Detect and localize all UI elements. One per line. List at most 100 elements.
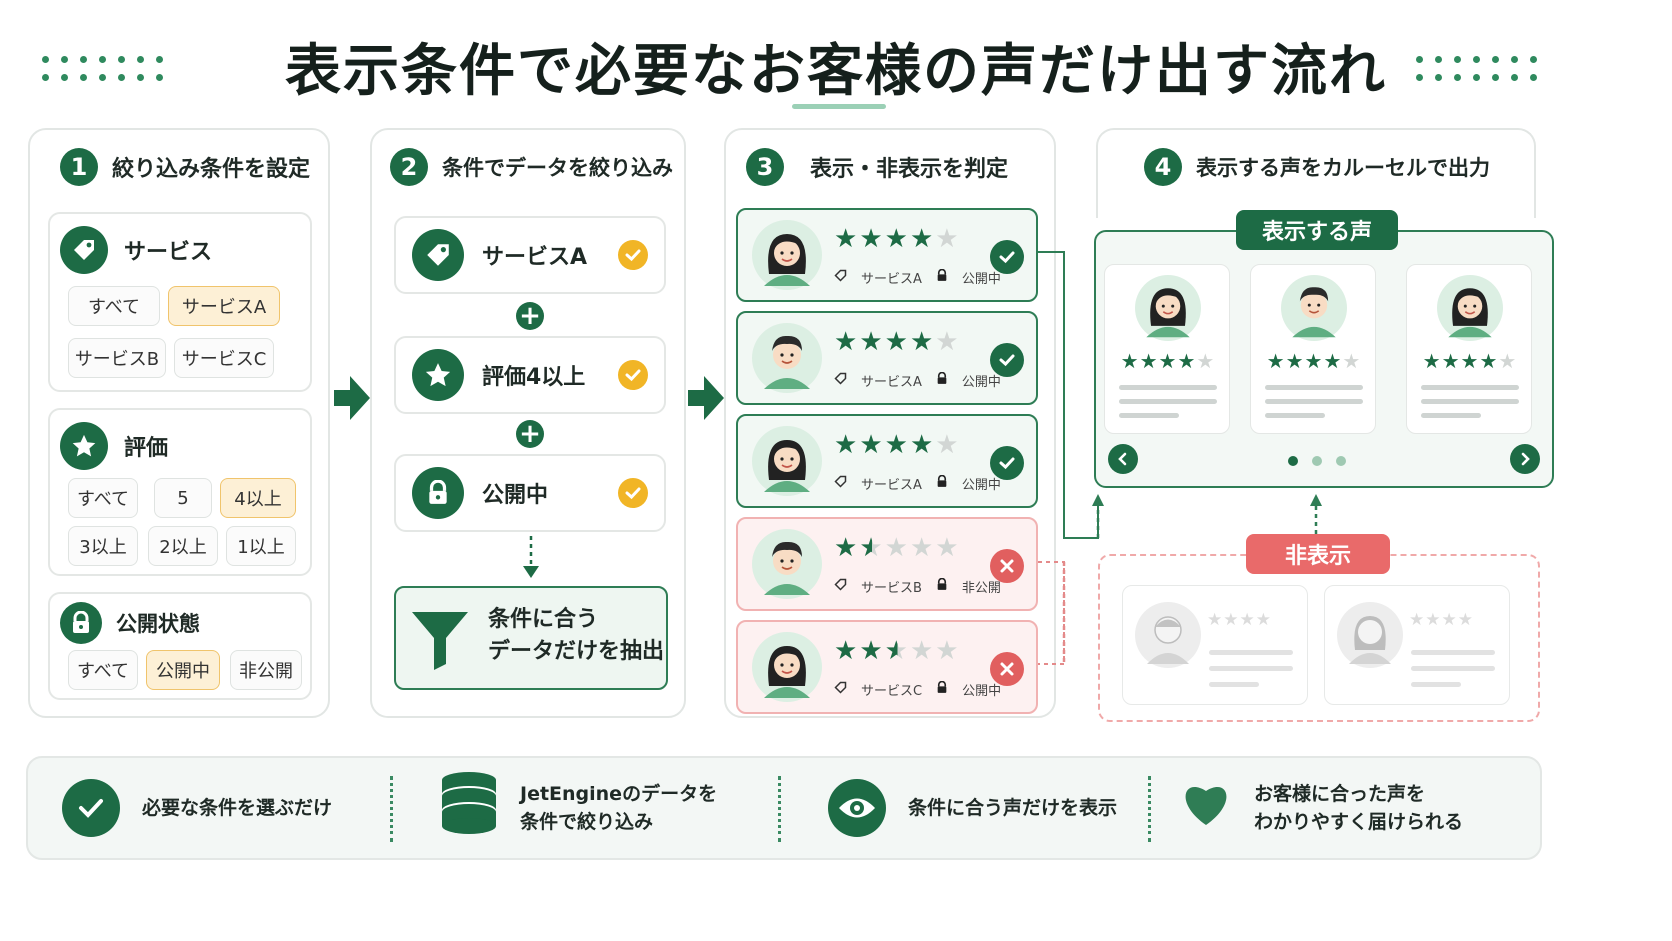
carousel-card[interactable]: ★★★★★ (1250, 264, 1376, 434)
review-stars: ★★★★★ (834, 224, 961, 254)
benefit-2-line1: JetEngineのデータを (520, 782, 718, 805)
plus-icon: + (516, 302, 544, 330)
tag-icon (834, 578, 847, 595)
status-chip-public[interactable]: 公開中 (146, 650, 220, 690)
avatar-woman-icon (752, 426, 822, 500)
review-service: サービスA (861, 375, 922, 390)
rating-chip-5[interactable]: 5 (154, 478, 212, 518)
step3-title: 表示・非表示を判定 (810, 157, 1009, 182)
footer-divider (390, 776, 393, 842)
rating-filter-group: 評価 すべて 5 4以上 3以上 2以上 1以上 (48, 408, 312, 576)
carousel-card[interactable]: ★★★★★ (1406, 264, 1532, 434)
placeholder-line (1421, 385, 1519, 390)
title-underline (792, 104, 886, 109)
status-chip-private[interactable]: 非公開 (230, 650, 302, 690)
hidden-stars-1: ★★★★ (1207, 610, 1272, 630)
lock-icon (412, 467, 464, 519)
carousel-prev-button[interactable] (1108, 444, 1138, 474)
carousel-card[interactable]: ★★★★★ (1104, 264, 1230, 434)
service-filter-group: サービス すべて サービスA サービスB サービスC (48, 212, 312, 392)
database-icon (440, 771, 498, 846)
status-chip-all[interactable]: すべて (68, 650, 138, 690)
step1-title: 絞り込み条件を設定 (112, 157, 311, 182)
step2-number: 2 (390, 148, 428, 186)
condition-service: サービスA (394, 216, 666, 294)
placeholder-line (1119, 413, 1179, 418)
check-icon (990, 240, 1024, 274)
footer-benefits: 必要な条件を選ぶだけ JetEngineのデータを 条件で絞り込み 条件に合う声… (26, 756, 1542, 860)
review-status: 公開中 (961, 478, 1001, 493)
step4-title: 表示する声をカルーセルで出力 (1196, 156, 1490, 180)
benefit-select-conditions: 必要な条件を選ぶだけ (62, 758, 332, 858)
hidden-label: 非表示 (1246, 534, 1390, 574)
tag-icon (412, 229, 464, 281)
extract-line1: 条件に合う (488, 607, 599, 632)
carousel-pager (1288, 456, 1346, 466)
check-icon (618, 360, 648, 390)
carousel-card-stars: ★★★★★ (1266, 349, 1362, 373)
placeholder-line (1265, 413, 1325, 418)
review-stars: ★★★★★ (834, 430, 961, 460)
tag-icon (834, 681, 847, 698)
benefit-jetengine-filter: JetEngineのデータを 条件で絞り込み (440, 758, 717, 858)
step1-panel: 1 絞り込み条件を設定 サービス すべて サービスA サービスB サービスC 評… (28, 128, 330, 718)
service-group-label: サービス (124, 240, 213, 265)
avatar-woman-icon (1135, 275, 1201, 345)
placeholder-line (1209, 666, 1293, 671)
tag-icon (834, 475, 847, 492)
flow-arrow-1 (334, 376, 370, 424)
hidden-review-card-2: ★★★★ (1324, 585, 1510, 705)
lock-icon (936, 268, 948, 286)
step2-panel: 2 条件でデータを絞り込み サービスA + 評価4以上 + 公開中 (370, 128, 686, 718)
status-group-label: 公開状態 (116, 612, 200, 636)
benefit-deliver-voices: お客様に合った声を わかりやすく届けられる (1180, 758, 1463, 858)
shown-label: 表示する声 (1236, 210, 1398, 250)
heart-icon (1180, 781, 1232, 836)
rating-group-label: 評価 (124, 436, 169, 461)
pager-dot[interactable] (1312, 456, 1322, 466)
rating-chip-1up[interactable]: 1以上 (226, 526, 296, 566)
pager-dot[interactable] (1288, 456, 1298, 466)
review-stars: ★★★★★ (834, 327, 961, 357)
rating-chip-2up[interactable]: 2以上 (148, 526, 218, 566)
avatar-woman-icon (752, 632, 822, 706)
placeholder-line (1265, 385, 1363, 390)
service-chip-all[interactable]: すべて (68, 286, 160, 326)
avatar-woman-icon (1337, 602, 1403, 672)
avatar-man-icon (752, 323, 822, 397)
benefit-show-matching: 条件に合う声だけを表示 (828, 758, 1117, 858)
lock-icon (936, 577, 948, 595)
review-service: サービスC (861, 684, 923, 699)
dashed-arrow-down (520, 536, 542, 584)
service-chip-a[interactable]: サービスA (168, 286, 280, 326)
rating-chip-4up[interactable]: 4以上 (220, 478, 296, 518)
condition-status: 公開中 (394, 454, 666, 532)
decor-dots-right (1416, 56, 1538, 81)
condition-rating-label: 評価4以上 (482, 365, 586, 390)
step2-title: 条件でデータを絞り込み (442, 156, 673, 180)
condition-status-label: 公開中 (482, 483, 549, 508)
check-icon (618, 478, 648, 508)
benefit-4-line2: わかりやすく届けられる (1254, 811, 1464, 833)
plus-icon: + (516, 420, 544, 448)
step2-header: 2 条件でデータを絞り込み (390, 148, 673, 186)
step4-panel: 4 表示する声をカルーセルで出力 (1096, 128, 1536, 218)
rating-chip-all[interactable]: すべて (68, 478, 138, 518)
rating-chip-3up[interactable]: 3以上 (68, 526, 138, 566)
decor-dots-left (42, 56, 164, 81)
benefit-2-line2: 条件で絞り込み (520, 811, 654, 833)
pager-dot[interactable] (1336, 456, 1346, 466)
condition-service-label: サービスA (482, 245, 588, 270)
extract-result-box: 条件に合う データだけを抽出 (394, 586, 668, 690)
page-title: 表示条件で必要なお客様の声だけ出す流れ (285, 39, 1387, 104)
carousel-card-stars: ★★★★★ (1422, 349, 1518, 373)
carousel-next-button[interactable] (1510, 444, 1540, 474)
service-chip-c[interactable]: サービスC (174, 338, 274, 378)
step1-number: 1 (60, 148, 98, 186)
service-chip-b[interactable]: サービスB (68, 338, 166, 378)
